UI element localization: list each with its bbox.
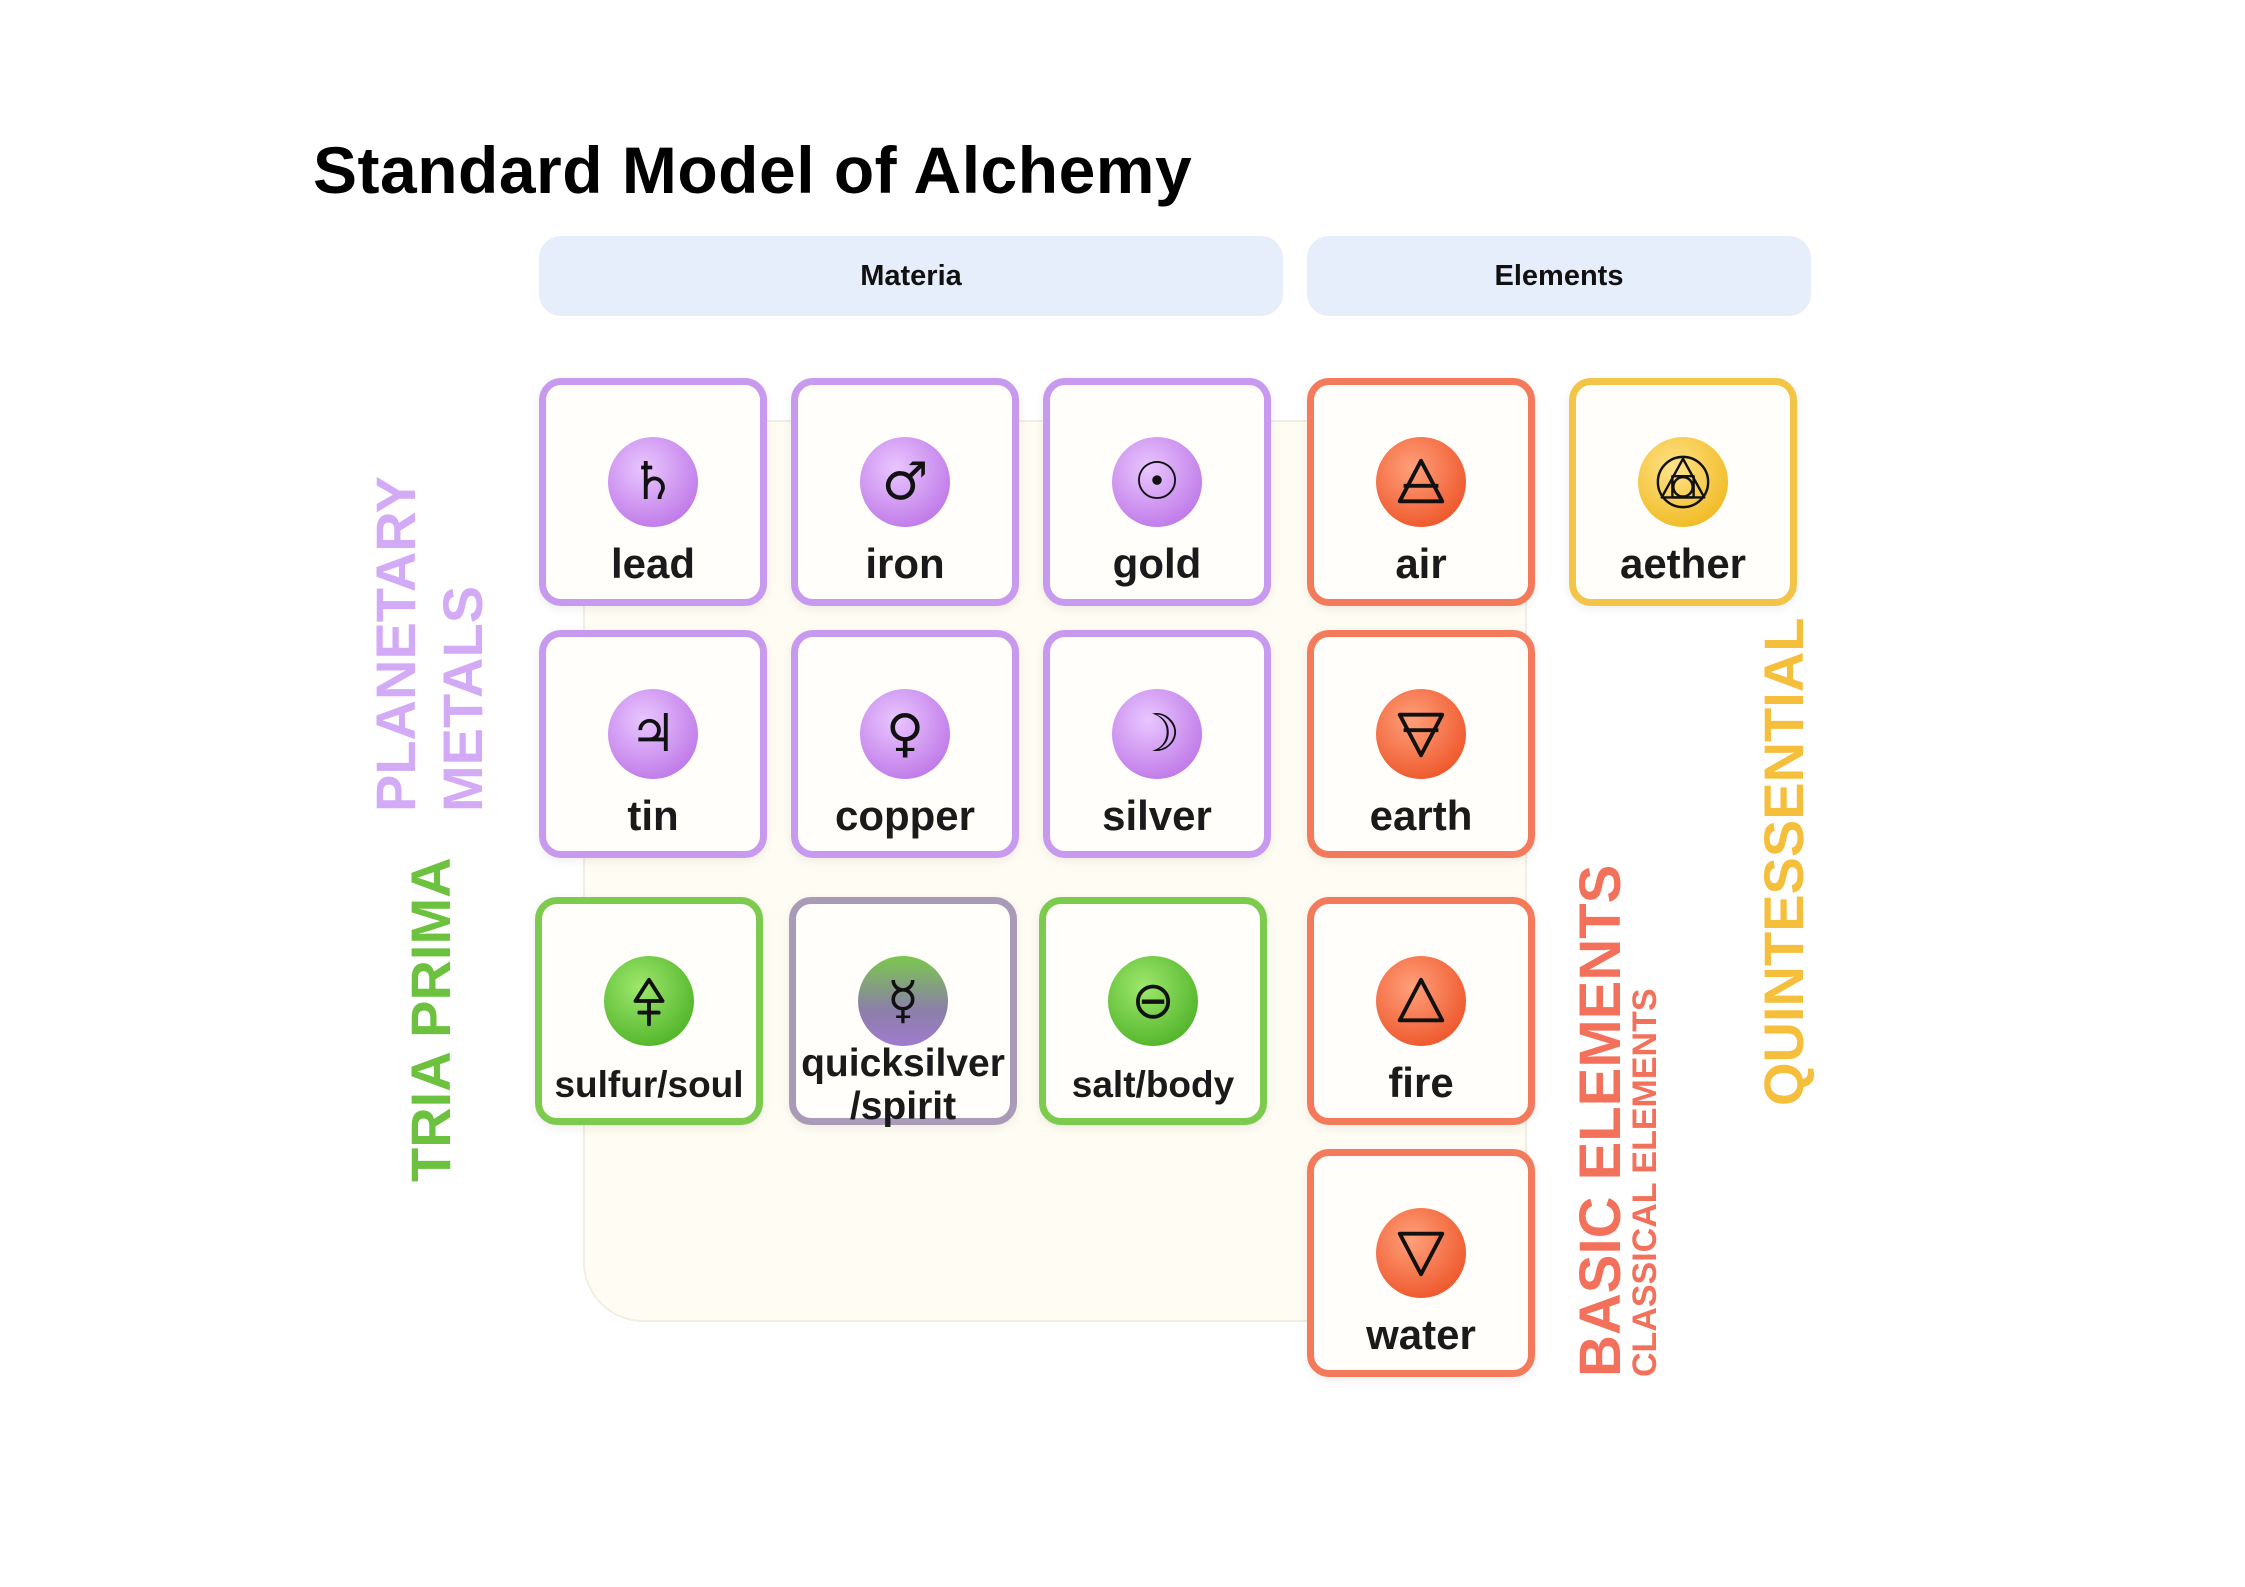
card-silver[interactable]: ☽ silver xyxy=(1043,630,1271,858)
earth-icon xyxy=(1376,689,1466,779)
card-sulfur-soul[interactable]: sulfur/soul xyxy=(535,897,763,1125)
card-label: salt/body xyxy=(1071,1064,1235,1105)
card-tin[interactable]: ♃ tin xyxy=(539,630,767,858)
water-icon xyxy=(1376,1208,1466,1298)
jupiter-icon: ♃ xyxy=(608,689,698,779)
card-label: earth xyxy=(1369,792,1473,839)
mercury-icon: ☿ xyxy=(858,956,948,1046)
card-label: silver xyxy=(1102,792,1212,839)
card-label: water xyxy=(1366,1311,1476,1358)
venus-icon: ♀ xyxy=(860,689,950,779)
card-fire[interactable]: fire xyxy=(1307,897,1535,1125)
label-classical-elements: CLASSICAL ELEMENTS xyxy=(1626,988,1664,1377)
card-label: fire xyxy=(1388,1059,1454,1106)
label-metals: METALS xyxy=(431,585,494,812)
label-quintessential: QUINTESSENTIAL xyxy=(1752,617,1815,1106)
card-gold[interactable]: ☉ gold xyxy=(1043,378,1271,606)
card-label: tin xyxy=(627,792,679,839)
card-label: lead xyxy=(610,540,696,587)
card-label: sulfur/soul xyxy=(554,1064,744,1105)
card-air[interactable]: air xyxy=(1307,378,1535,606)
card-label: iron xyxy=(865,540,945,587)
card-water[interactable]: water xyxy=(1307,1149,1535,1377)
card-label: air xyxy=(1395,540,1447,587)
aether-icon xyxy=(1638,437,1728,527)
materia-header: Materia xyxy=(539,236,1283,316)
card-iron[interactable]: ♂ iron xyxy=(791,378,1019,606)
label-tria-prima: TRIA PRIMA xyxy=(399,857,462,1182)
card-lead[interactable]: ♄ lead xyxy=(539,378,767,606)
card-label: copper xyxy=(834,792,976,839)
elements-header: Elements xyxy=(1307,236,1811,316)
card-label: aether xyxy=(1619,540,1747,587)
sulfur-icon xyxy=(604,956,694,1046)
fire-icon xyxy=(1376,956,1466,1046)
page-title: Standard Model of Alchemy xyxy=(313,133,1193,207)
card-earth[interactable]: earth xyxy=(1307,630,1535,858)
mars-icon: ♂ xyxy=(860,437,950,527)
moon-icon: ☽ xyxy=(1112,689,1202,779)
card-label: quicksilver /spirit xyxy=(796,1042,1010,1128)
salt-icon: ⊖ xyxy=(1108,956,1198,1046)
card-label: gold xyxy=(1112,540,1202,587)
label-basic-elements: BASIC ELEMENTS xyxy=(1568,864,1633,1377)
saturn-icon: ♄ xyxy=(608,437,698,527)
label-planetary: PLANETARY xyxy=(364,476,427,812)
card-copper[interactable]: ♀ copper xyxy=(791,630,1019,858)
card-label-line1: quicksilver xyxy=(801,1042,1005,1085)
air-icon xyxy=(1376,437,1466,527)
card-label-line2: /spirit xyxy=(849,1085,957,1128)
card-aether[interactable]: aether xyxy=(1569,378,1797,606)
card-salt-body[interactable]: ⊖ salt/body xyxy=(1039,897,1267,1125)
sun-icon: ☉ xyxy=(1112,437,1202,527)
card-quicksilver-spirit[interactable]: ☿ quicksilver /spirit xyxy=(789,897,1017,1128)
